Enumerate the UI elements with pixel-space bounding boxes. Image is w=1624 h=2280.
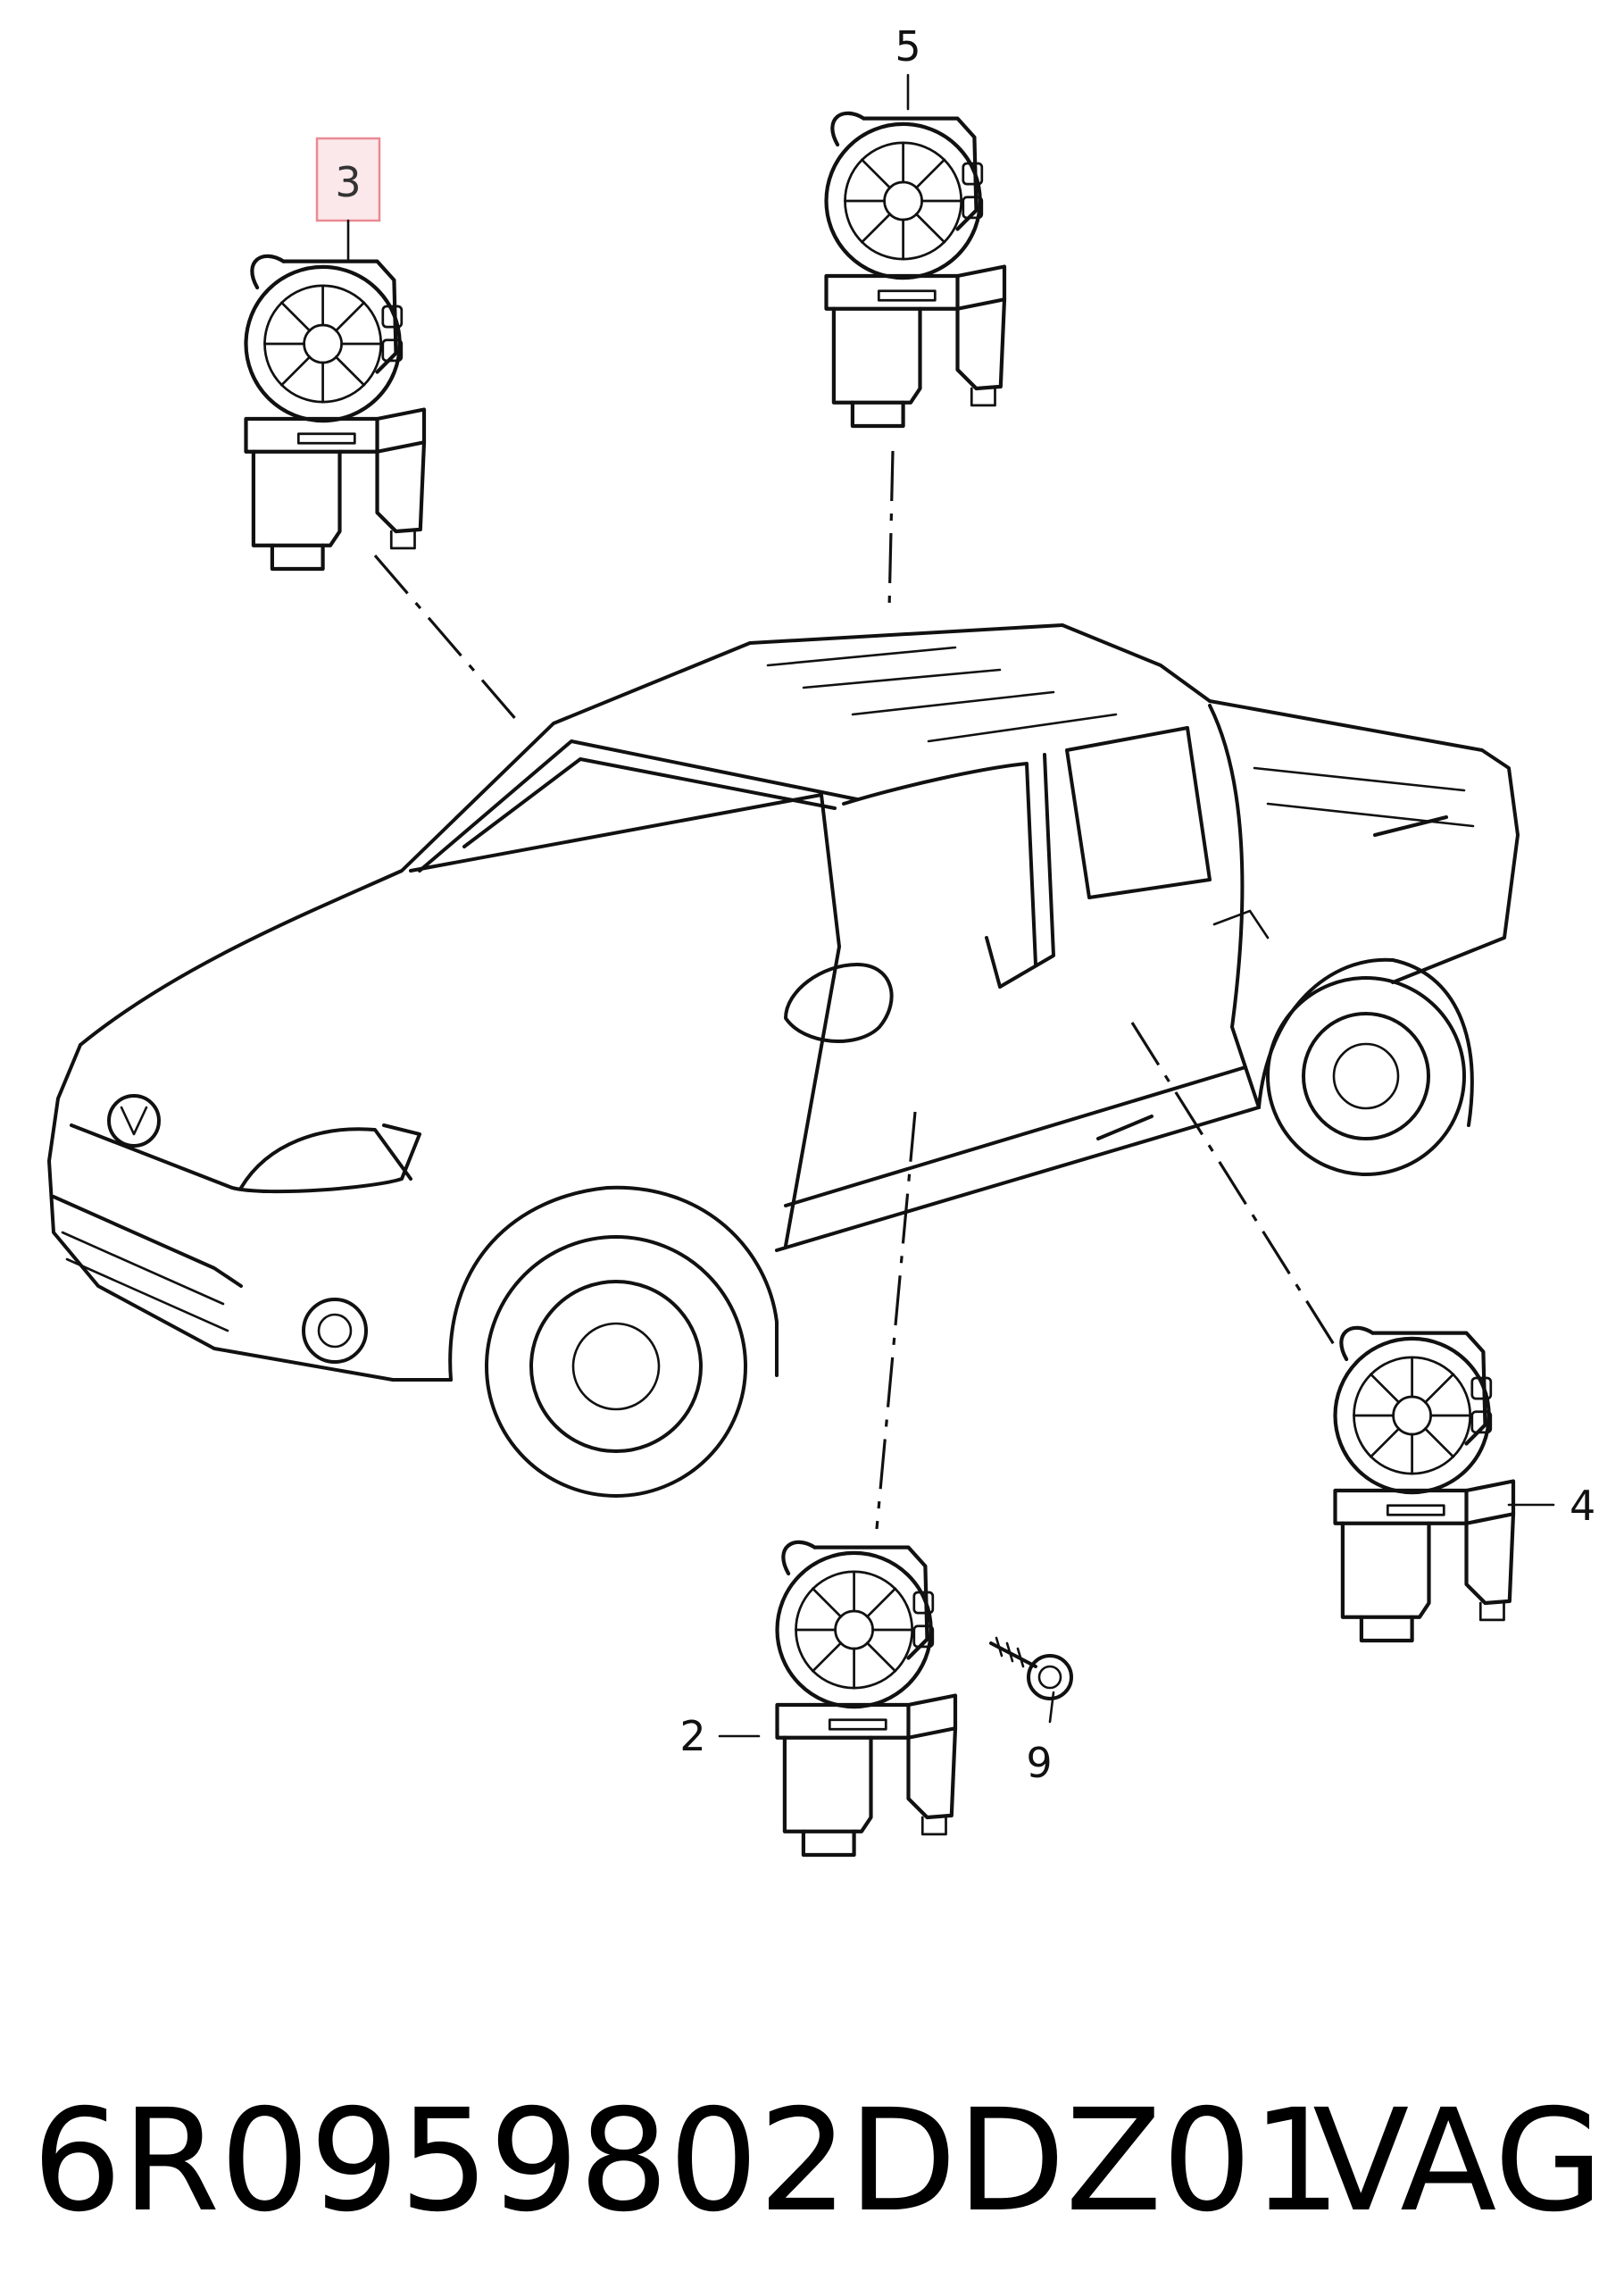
svg-text:4: 4 — [1570, 1482, 1595, 1530]
part-number: 6R0959802DDZ01 — [32, 2079, 1342, 2243]
window-motor-rear-right — [827, 113, 1005, 426]
window-motor-front-left — [778, 1542, 956, 1855]
callout-4: 4 — [1507, 1482, 1595, 1530]
svg-text:2: 2 — [679, 1712, 705, 1760]
brand-label: VAG — [1312, 2079, 1603, 2243]
callout-9: 9 — [1026, 1739, 1052, 1787]
callout-5: 5 — [895, 22, 921, 111]
leader-lines — [373, 450, 1341, 1530]
screw — [989, 1636, 1073, 1700]
callout-2: 2 — [679, 1712, 761, 1760]
svg-text:3: 3 — [335, 158, 361, 206]
highlight-box — [315, 137, 381, 222]
leader-line-9 — [1048, 1691, 1055, 1724]
svg-text:5: 5 — [895, 22, 920, 71]
callout-3-highlighted: 3 — [315, 137, 381, 261]
window-motor-rear-left — [246, 256, 425, 569]
svg-text:9: 9 — [1026, 1739, 1052, 1787]
window-motor-front-right — [1336, 1328, 1514, 1641]
pickup-truck — [47, 623, 1520, 1498]
footer: 6R0959802DDZ01 VAG — [32, 2072, 1603, 2251]
